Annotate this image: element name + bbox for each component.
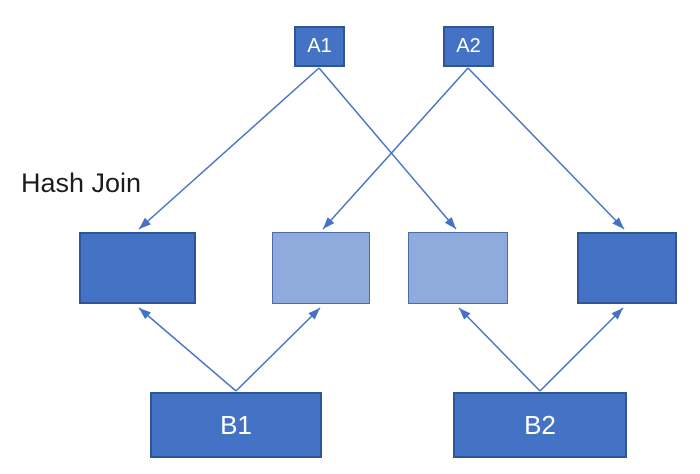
partition-box-4: [577, 232, 677, 304]
node-b1-label: B1: [220, 409, 252, 440]
edge-a1-p3: [318, 67, 457, 230]
edge-b1-p1: [138, 307, 237, 392]
node-b2-label: B2: [524, 409, 556, 440]
node-a1-label: A1: [307, 35, 332, 57]
edge-a1-p1: [138, 67, 320, 230]
edge-b2-p3: [458, 307, 541, 392]
node-a1: A1: [294, 26, 345, 67]
partition-box-2: [272, 232, 370, 304]
edge-a2-p4: [467, 67, 625, 230]
edge-b1-p2: [235, 307, 321, 392]
node-a2-label: A2: [456, 35, 481, 57]
node-b1: B1: [150, 392, 322, 458]
partition-box-3: [408, 232, 508, 304]
node-b2: B2: [453, 392, 627, 458]
partition-box-1: [79, 232, 196, 304]
edge-a2-p2: [322, 67, 469, 230]
node-a2: A2: [443, 26, 494, 67]
edge-b2-p4: [539, 307, 624, 392]
diagram-title: Hash Join: [21, 168, 142, 198]
